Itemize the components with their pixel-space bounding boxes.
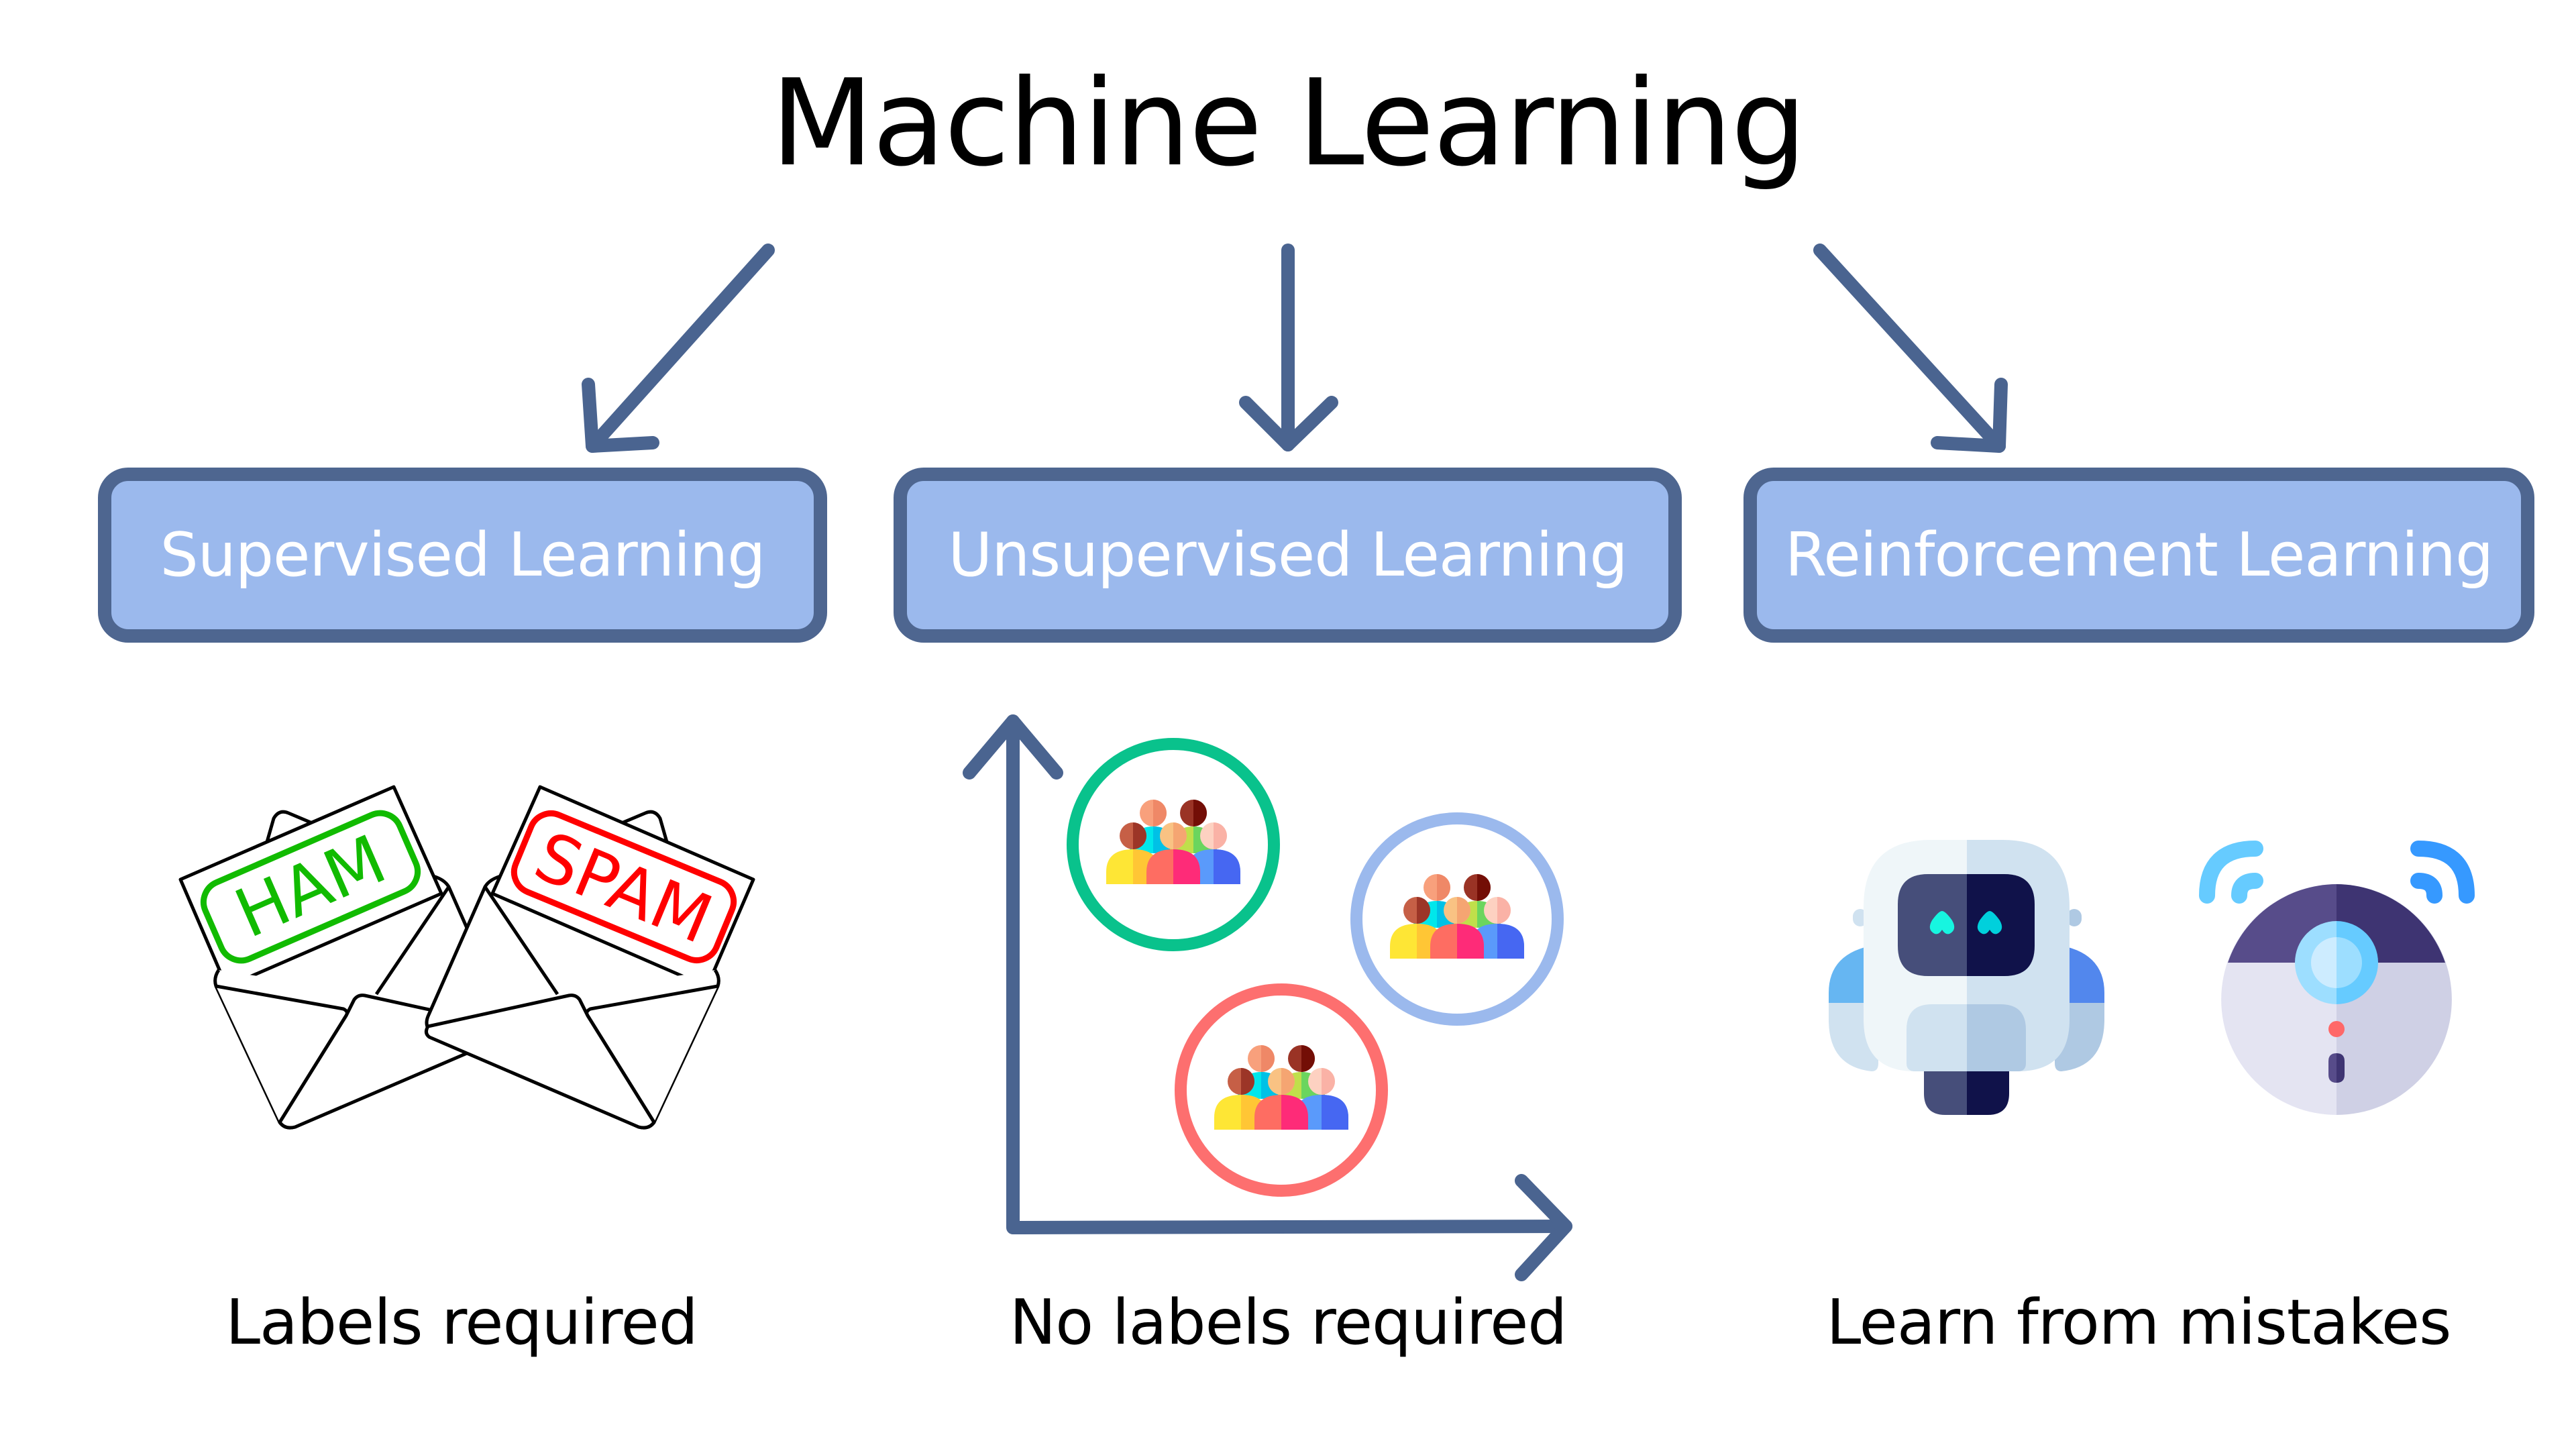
reinforcement-learning-label: Reinforcement Learning <box>1784 519 2493 590</box>
unsupervised-learning-label: Unsupervised Learning <box>948 519 1627 590</box>
wifi-signal-icon <box>2199 841 2475 904</box>
y-axis-arrowhead <box>963 714 1063 780</box>
axes <box>963 714 1572 1281</box>
x-axis-arrowhead <box>1515 1174 1572 1281</box>
robot-icon <box>1829 840 2104 1115</box>
green-cluster <box>1067 738 1280 951</box>
arrow-icon <box>582 244 775 453</box>
unsupervised-caption: No labels required <box>1009 1286 1568 1358</box>
reinforcement-learning-box: Reinforcement Learning <box>1743 468 2534 643</box>
supervised-caption: Labels required <box>225 1286 698 1358</box>
red-cluster <box>1175 983 1388 1197</box>
diagram-title: Machine Learning <box>770 54 1807 193</box>
robot-vacuum-icon <box>2199 841 2475 1115</box>
supervised-learning-box: Supervised Learning <box>98 468 827 643</box>
supervised-learning-label: Supervised Learning <box>160 519 766 590</box>
robot-eye <box>1929 911 1955 934</box>
unsupervised-learning-box: Unsupervised Learning <box>894 468 1682 643</box>
blue-cluster <box>1350 812 1564 1026</box>
arrow-icon <box>1813 244 2008 453</box>
y-axis <box>1006 714 1572 1234</box>
robot-eye <box>1977 911 2002 934</box>
reinforcement-caption: Learn from mistakes <box>1826 1286 2451 1358</box>
arrow-icon <box>1239 244 1338 451</box>
